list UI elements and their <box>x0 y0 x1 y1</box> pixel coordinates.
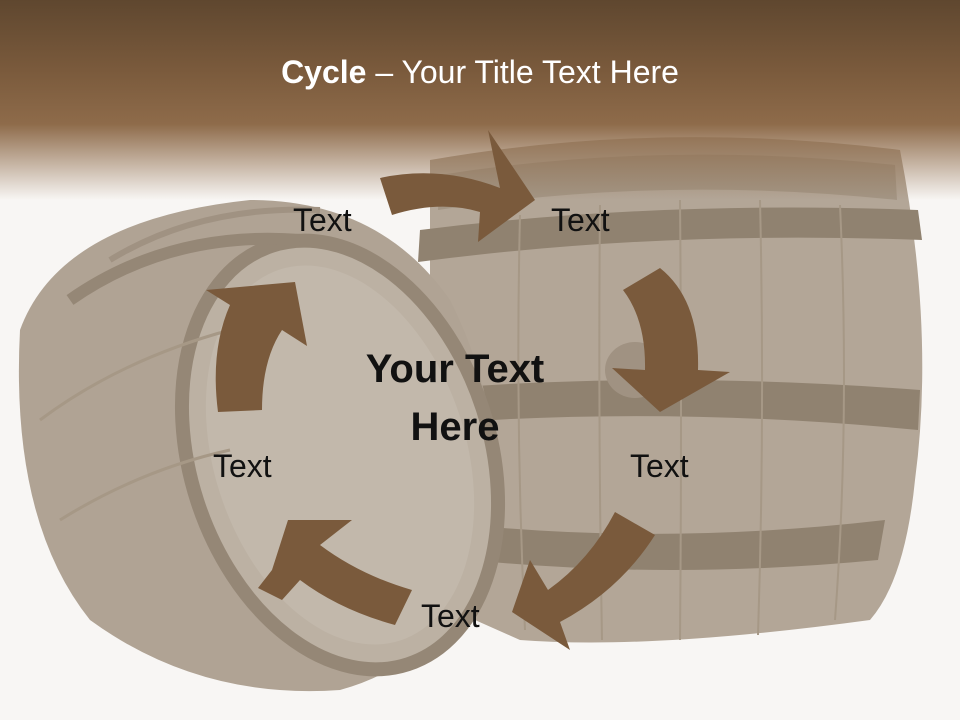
cycle-arrow-1 <box>380 130 535 242</box>
header-band <box>0 0 960 200</box>
cycle-arrow-3 <box>512 512 655 650</box>
center-text-line-1: Your Text <box>365 347 545 391</box>
center-text-line-2: Here <box>410 405 500 449</box>
slide-title-bold: Cycle <box>281 54 367 90</box>
cycle-node-label: Text <box>293 202 352 238</box>
cycle-node-label: Text <box>421 598 480 634</box>
slide-title: Cycle – Your Title Text Here <box>0 54 960 91</box>
center-text: Your Text Here <box>330 340 580 456</box>
lying-barrel <box>18 200 506 692</box>
cycle-arrow-5 <box>206 282 307 412</box>
slide-title-rest: – Your Title Text Here <box>366 54 679 90</box>
cycle-node-label: Text <box>630 448 689 484</box>
cycle-node-label: Text <box>213 448 272 484</box>
cycle-arrow-2 <box>612 268 730 412</box>
cycle-node-label: Text <box>551 202 610 238</box>
cycle-arrow-4 <box>258 520 412 625</box>
